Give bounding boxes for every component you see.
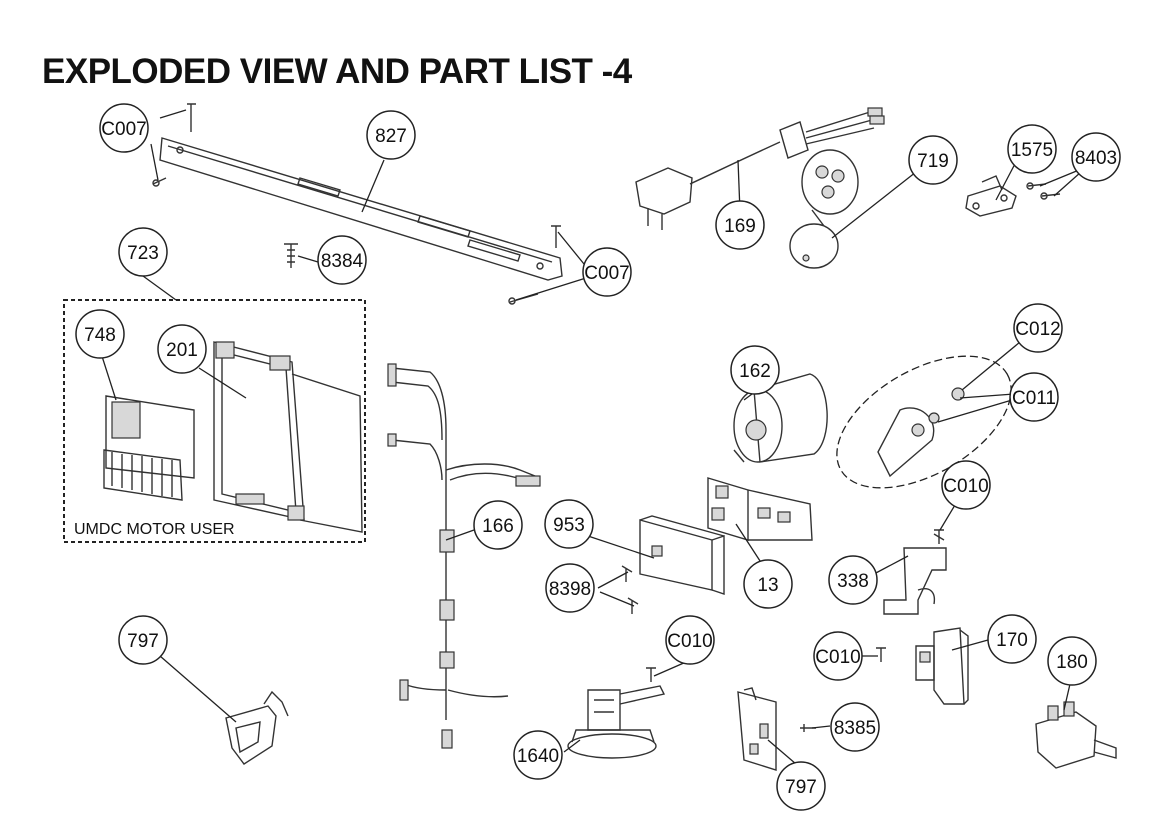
callout-label: C010 (667, 631, 712, 652)
callout-1575: 1575 (1007, 124, 1057, 174)
callout-8384: 8384 (317, 235, 367, 285)
callout-label: 201 (166, 340, 198, 361)
callout-1640: 1640 (513, 730, 563, 780)
callout-label: 13 (757, 575, 778, 596)
callout-label: 180 (1056, 652, 1088, 673)
callout-719: 719 (908, 135, 958, 185)
callout-label: C010 (815, 647, 860, 668)
wire-harness-166-part (387, 363, 541, 749)
screw-c010-170-part (876, 647, 886, 662)
callout-label: C012 (1015, 319, 1060, 340)
bracket-1575-part (965, 175, 1017, 217)
callout-201: 201 (157, 324, 207, 374)
callout-label: 8398 (549, 579, 591, 600)
umdc-motor-user-group-box (63, 299, 366, 543)
callout-label: 8403 (1075, 148, 1117, 169)
callout-label: C007 (101, 119, 146, 140)
callout-c007-right: C007 (582, 247, 632, 297)
bracket-338-part (883, 533, 947, 615)
leader-lines (99, 109, 1082, 765)
callout-180: 180 (1047, 636, 1097, 686)
callout-label: 797 (785, 777, 817, 798)
capacitor-detail-part (836, 355, 1012, 489)
callout-797-left: 797 (118, 615, 168, 665)
power-cord-part (635, 107, 885, 230)
page-title: EXPLODED VIEW AND PART LIST -4 (42, 52, 632, 91)
switch-180-part (1035, 701, 1117, 769)
callout-label: 8385 (834, 718, 876, 739)
screws-8403-part (1026, 182, 1061, 200)
callout-797-bottom: 797 (776, 761, 826, 811)
callout-c012: C012 (1013, 303, 1063, 353)
screws-8398-part (621, 565, 639, 614)
callout-label: 1575 (1011, 140, 1053, 161)
callout-169: 169 (715, 200, 765, 250)
switch-170-part (915, 627, 969, 705)
callout-162: 162 (730, 345, 780, 395)
callout-label: 953 (553, 515, 585, 536)
callout-label: 1640 (517, 746, 559, 767)
callout-label: 748 (84, 325, 116, 346)
callout-label: C010 (943, 476, 988, 497)
callout-label: 338 (837, 571, 869, 592)
door-lock-13-part (707, 477, 813, 541)
latch-797-left-part (225, 690, 289, 765)
callout-723: 723 (118, 227, 168, 277)
screw-c010-1640-part (646, 667, 656, 682)
callout-label: 162 (739, 361, 771, 382)
callout-label: 797 (127, 631, 159, 652)
callout-170: 170 (987, 614, 1037, 664)
callout-c007-top: C007 (99, 103, 149, 153)
callout-827: 827 (366, 110, 416, 160)
callout-c010-1640: C010 (665, 615, 715, 665)
callout-c010-338: C010 (941, 460, 991, 510)
callout-c010-170: C010 (813, 631, 863, 681)
screw-c007-right-part (508, 225, 561, 305)
group-box-label: UMDC MOTOR USER (74, 521, 235, 538)
callout-166: 166 (473, 500, 523, 550)
motor-unit-719-part (789, 149, 859, 269)
callout-8403: 8403 (1071, 132, 1121, 182)
callout-338: 338 (828, 555, 878, 605)
heatsink-board-748-part (103, 395, 195, 501)
callout-953: 953 (544, 499, 594, 549)
callout-748: 748 (75, 309, 125, 359)
board-frame-201-part (213, 341, 363, 533)
rail-bracket-part (159, 137, 563, 281)
callout-c011: C011 (1009, 372, 1059, 422)
callout-label: C011 (1012, 388, 1056, 409)
callout-label: 827 (375, 126, 407, 147)
callout-8398: 8398 (545, 563, 595, 613)
callout-label: 8384 (321, 251, 364, 272)
callout-label: 166 (482, 516, 514, 537)
screw-c010-338-part (934, 529, 944, 544)
cover-953-part (639, 515, 725, 595)
callout-label: 723 (127, 243, 159, 264)
callout-label: 719 (917, 151, 949, 172)
bracket-797-bottom-part (737, 687, 777, 771)
screw-8384-part (284, 243, 298, 268)
screw-c007-top-part (152, 103, 196, 187)
callout-label: 170 (996, 630, 1028, 651)
pressure-switch-1640-part (567, 685, 666, 759)
callout-label: C007 (584, 263, 629, 284)
callout-label: 169 (724, 216, 756, 237)
callout-13: 13 (743, 559, 793, 609)
callout-8385: 8385 (830, 702, 880, 752)
